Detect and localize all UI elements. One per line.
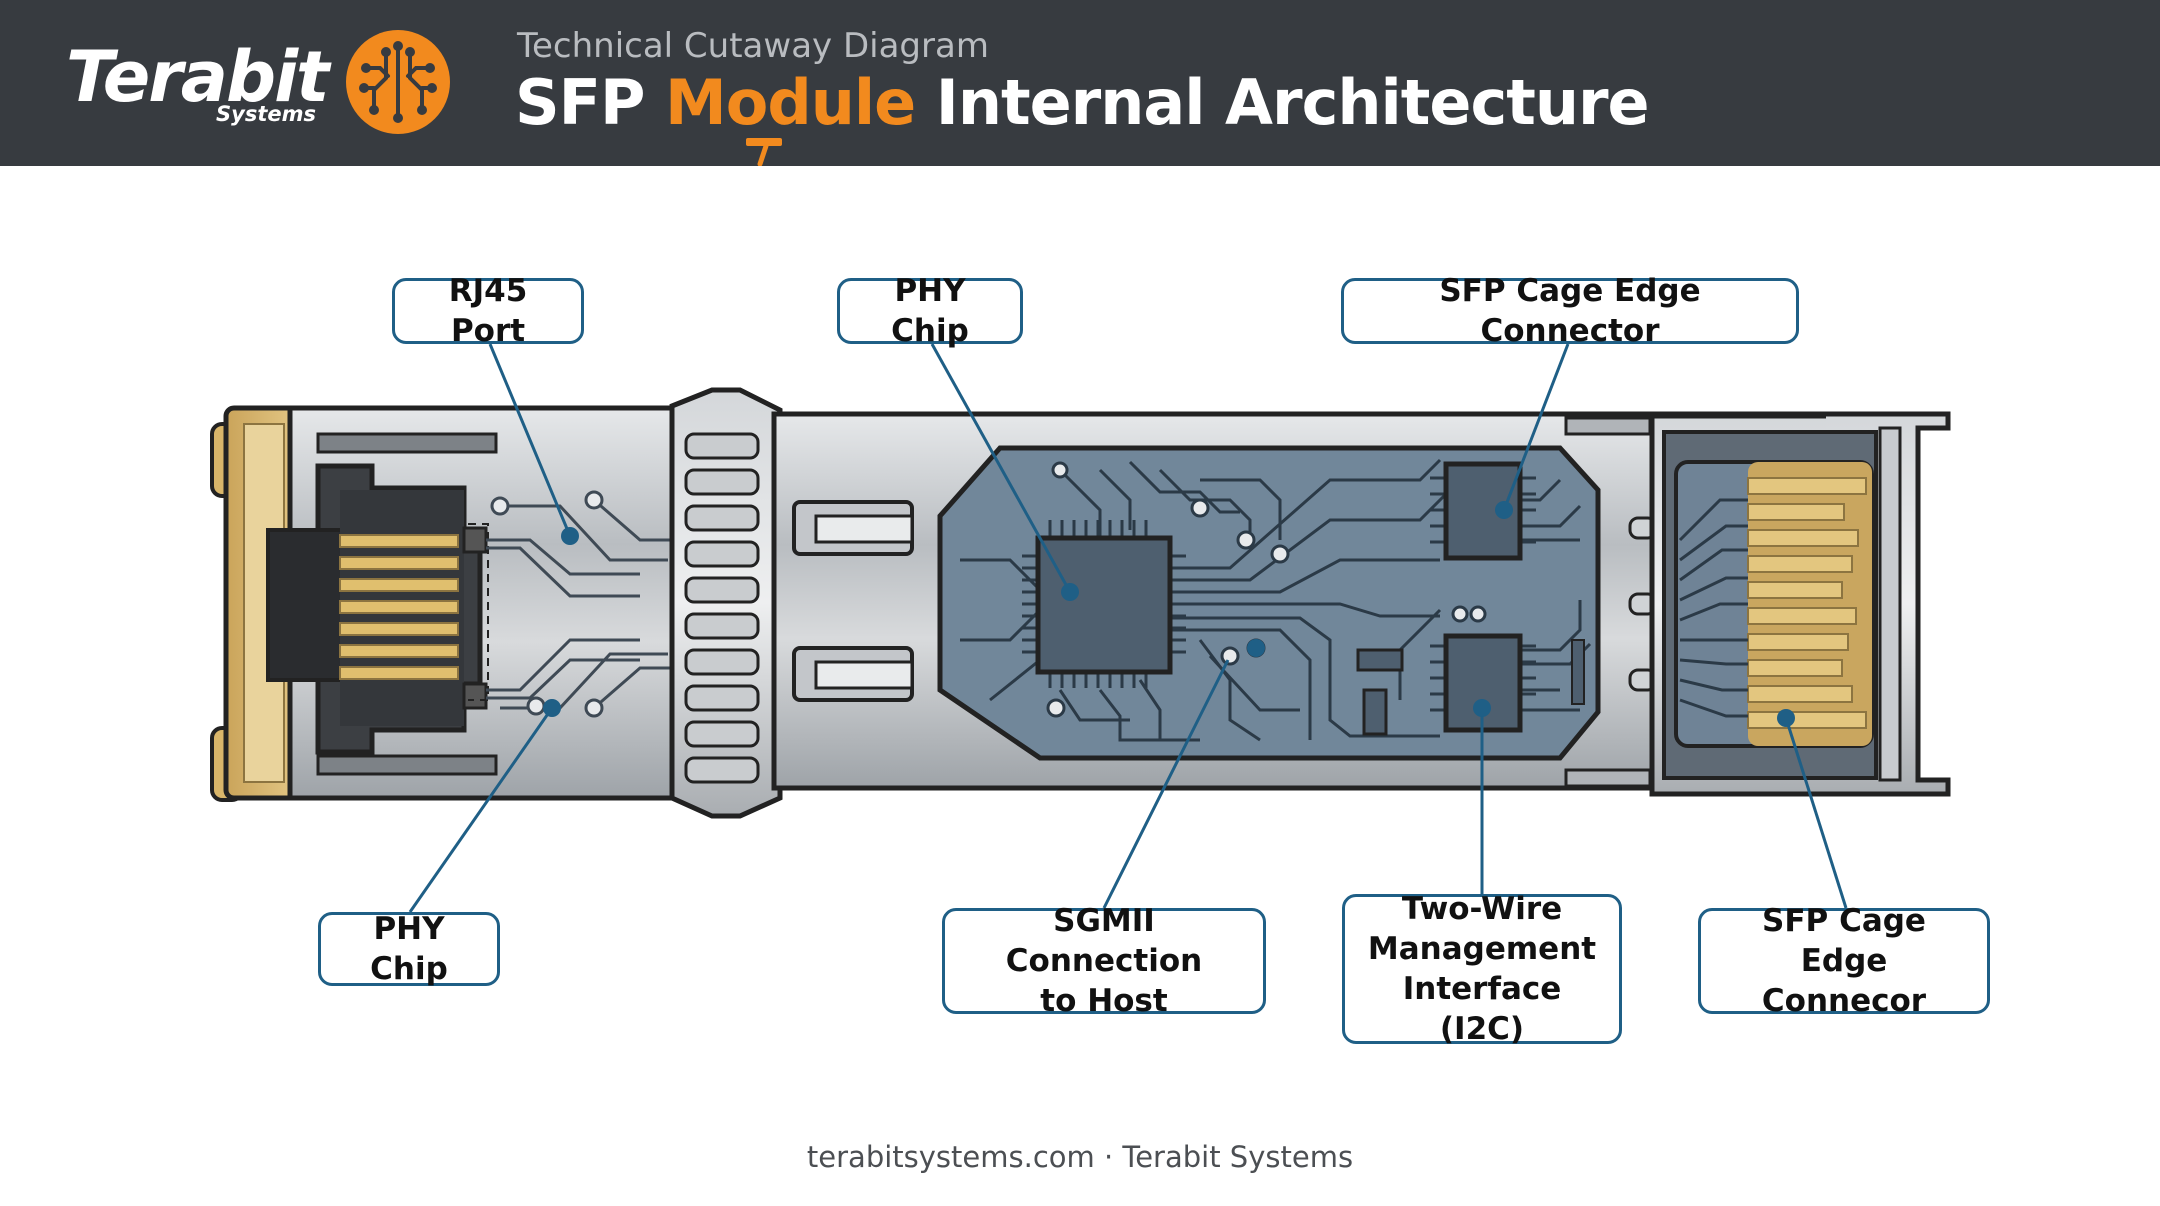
callout-sgmii-line-1: SGMII Connection xyxy=(1005,903,1203,979)
pcb-board xyxy=(937,445,1601,761)
callout-twowire-line-2: Management xyxy=(1367,931,1597,967)
circuit-logo-icon xyxy=(346,30,450,134)
callout-phy-chip-bottom: PHY Chip xyxy=(318,911,500,987)
callout-sgmii-connection: SGMII Connection to Host xyxy=(942,903,1266,1019)
sfp-module-cutaway xyxy=(210,343,1951,913)
diagram-subtitle: Technical Cutaway Diagram xyxy=(517,26,989,66)
callout-sfp-cage-line-1: SFP Cage xyxy=(1762,903,1926,939)
phy-chip-ic xyxy=(1022,520,1186,688)
footer-credit: terabitsystems.com · Terabit Systems xyxy=(806,1140,1354,1174)
title-part-1: SFP xyxy=(515,66,645,139)
callout-sfp-cage-line-2: Edge Connecor xyxy=(1761,943,1927,1019)
logo-wordmark: Terabit xyxy=(66,36,330,118)
callout-twowire-line-1: Two-Wire xyxy=(1401,891,1563,927)
edge-connector-ic xyxy=(1430,461,1536,561)
latch-bezel xyxy=(210,405,299,802)
resistor xyxy=(1356,648,1404,672)
callout-sgmii-line-2: to Host xyxy=(1040,983,1168,1019)
callout-twowire-line-3: Interface (I2C) xyxy=(1402,971,1562,1047)
edge-connector-gold-fingers xyxy=(1747,477,1867,729)
pcb-slot xyxy=(1571,639,1585,705)
callout-phy-chip-top-text: PHY Chip xyxy=(891,273,969,349)
leader-dots xyxy=(543,501,1795,727)
callout-rj45-port: RJ45 Port xyxy=(392,273,584,349)
housing-neck xyxy=(669,387,783,819)
callout-sfp-cage-edge-connector: SFP Cage Edge Connector xyxy=(1341,273,1799,349)
title-part-2: Internal Architecture xyxy=(935,66,1650,139)
rj45-jack xyxy=(266,463,489,755)
callout-sfp-cage-edge-connector-text: SFP Cage Edge Connector xyxy=(1439,273,1701,349)
header-bar: Terabit Systems Technical Cutaway Diagra… xyxy=(0,0,2160,166)
callout-phy-chip-bottom-text: PHY Chip xyxy=(370,911,448,987)
sfp-cage-rear xyxy=(1564,411,1951,797)
connector-tick-icon xyxy=(746,138,782,166)
callout-phy-chip-top: PHY Chip xyxy=(837,273,1023,349)
rj45-gold-pins xyxy=(339,534,459,680)
title-accent: Module xyxy=(665,66,916,139)
capacitor xyxy=(1362,688,1388,736)
logo-subtext: Systems xyxy=(216,102,316,126)
callout-two-wire-management: Two-Wire Management Interface (I2C) xyxy=(1342,891,1622,1047)
callout-rj45-port-text: RJ45 Port xyxy=(448,273,528,349)
leader-lines xyxy=(408,343,1848,913)
page-title: SFP Module Internal Architecture xyxy=(515,66,1650,139)
callout-sfp-cage-edge-connecor: SFP Cage Edge Connecor xyxy=(1698,903,1990,1019)
